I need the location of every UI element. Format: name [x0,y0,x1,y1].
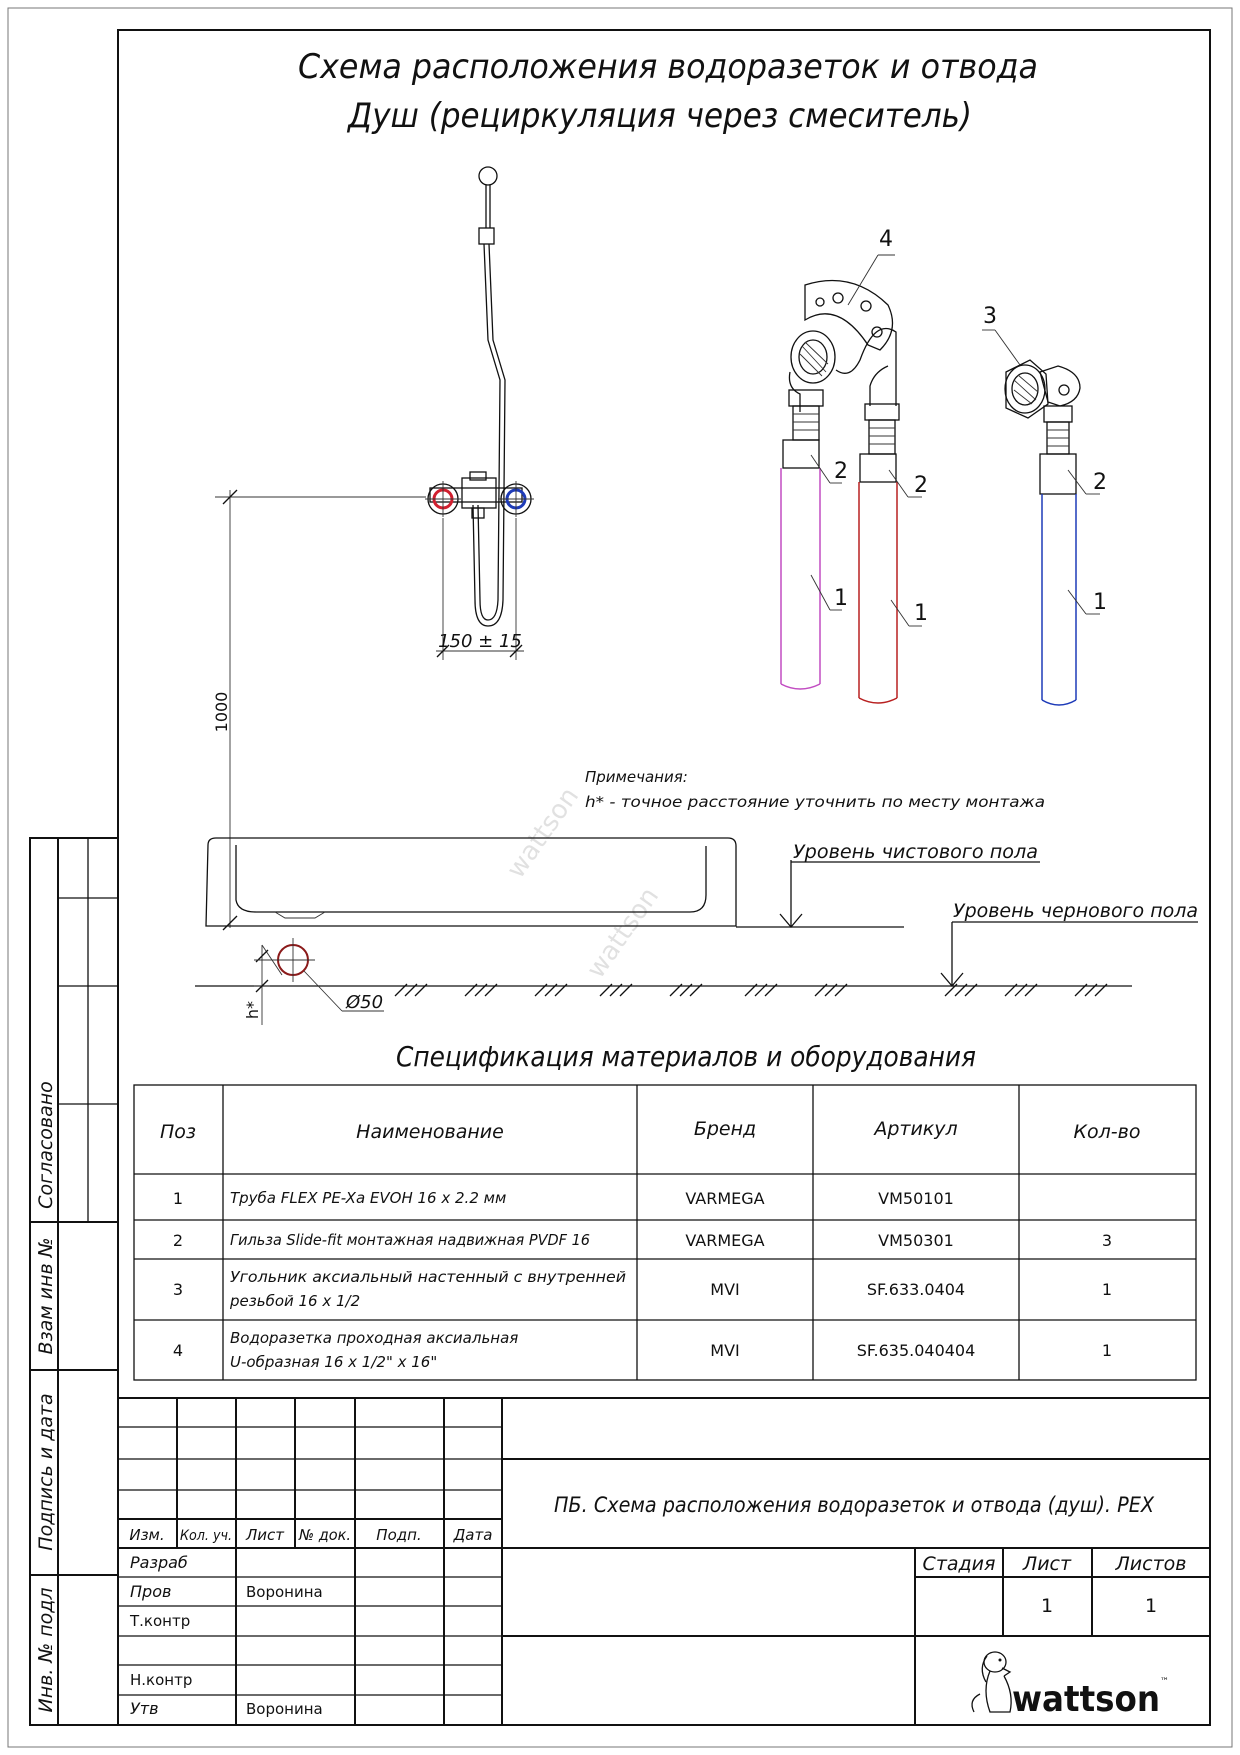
pipe-cold: 2 1 [1039,453,1107,706]
shower-mixer [425,166,534,627]
dimension-spacing: 150 ± 15 [436,518,524,660]
stamp-agreed: Согласовано [35,1081,57,1209]
spec-title: Спецификация материалов и оборудования [396,1040,976,1073]
spec-row-4-qty: 1 [1102,1341,1112,1360]
shower-hose [477,243,501,621]
spec-row-2-brand: VARMEGA [685,1231,764,1250]
stamp-replace-inv: Взам инв № [35,1238,57,1355]
logo-text: wattson [1012,1679,1160,1720]
fitting-4-u-wallplate: 4 [788,227,900,455]
notes-text: h* - точное расстояние уточнить по месту… [585,793,1045,811]
spec-row-1-name: Труба FLEX PE-Xa EVOH 16 x 2.2 мм [230,1189,506,1207]
spec-row-3-pos: 3 [173,1280,183,1299]
tb-header-kol: Кол. уч. [180,1528,232,1544]
hand-shower-holder [478,227,495,245]
tb-header-sign: Подп. [376,1526,421,1544]
title-block: Изм. Кол. уч. Лист № док. Подп. Дата Раз… [118,1397,1210,1725]
dim-diameter: Ø50 [345,992,383,1013]
callout-1c: 1 [1093,590,1107,615]
outer-frame [7,7,1233,1748]
wattson-logo: wattson ™ [971,1651,1169,1720]
tb-role-5: Н.контр [130,1671,192,1689]
spec-row-3-brand: MVI [710,1280,739,1299]
tb-header-doc: № док. [298,1526,351,1544]
level-rough-floor: Уровень чернового пола [195,900,1198,997]
tb-stage-label: Стадия [923,1553,996,1575]
spec-header-brand: Бренд [694,1118,756,1140]
svg-text:wattson: wattson [501,782,585,884]
tb-sheets-value: 1 [1145,1595,1157,1617]
callout-3: 3 [983,304,997,329]
tb-name-2: Воронина [246,1583,323,1601]
tb-sheet-label: Лист [1022,1553,1072,1575]
spec-row-1-pos: 1 [173,1189,183,1208]
tb-sheet-value: 1 [1041,1595,1053,1617]
side-stamp: Согласовано Взам инв № Подпись и дата Ин… [29,837,119,1726]
callout-2a: 2 [834,459,848,484]
callout-2b: 2 [914,473,928,498]
spec-row-2-qty: 3 [1102,1231,1112,1250]
callout-2c: 2 [1093,470,1107,495]
spec-row-4-brand: MVI [710,1341,739,1360]
spec-row-2-art: VM50301 [878,1231,954,1250]
fitting-3-elbow: 3 [982,304,1081,455]
tb-role-6: Утв [130,1699,159,1718]
spec-table: Поз Наименование Бренд Артикул Кол-во 1 … [133,1084,1197,1381]
pipe-recirculation: 2 1 [780,439,848,690]
stamp-orig-inv: Инв. № подл [35,1587,57,1712]
shower-head-icon [478,166,498,186]
logo-tm: ™ [1160,1677,1169,1687]
spec-header-pos: Поз [160,1121,196,1143]
tb-header-izm: Изм. [129,1526,164,1544]
drain-outlet: Ø50 h* [243,938,384,1025]
stamp-sign-date: Подпись и дата [35,1393,57,1550]
shower-tray [205,837,737,927]
spec-row-2-pos: 2 [173,1231,183,1250]
spec-row-4-art: SF.635.040404 [857,1341,976,1360]
level-rough-label: Уровень чернового пола [953,900,1198,922]
spec-row-2-name: Гильза Slide-fit монтажная надвижная PVD… [230,1231,590,1249]
level-finish-floor: Уровень чистового пола [736,841,1040,929]
svg-text:wattson: wattson [581,882,665,984]
tb-name-6: Воронина [246,1700,323,1718]
svg-text:1000: 1000 [212,692,231,733]
spec-row-3-name-line-2: резьбой 16 x 1/2 [229,1292,360,1310]
mixer-body [461,477,497,509]
spec-row-3-art: SF.633.0404 [867,1280,965,1299]
dimension-height: 1000 [212,489,426,931]
title-line-2: Душ (рециркуляция через смеситель) [346,96,972,136]
spec-row-4-name-line-2: U-образная 16 x 1/2" x 16" [230,1353,437,1371]
spec-header-qty: Кол-во [1074,1121,1141,1143]
spec-row-1-art: VM50101 [878,1189,954,1208]
title-line-1: Схема расположения водоразеток и отвода [298,47,1038,87]
callout-1a: 1 [834,586,848,611]
tb-header-date: Дата [453,1526,493,1544]
notes-title: Примечания: [585,768,688,786]
spec-row-1-brand: VARMEGA [685,1189,764,1208]
callout-4: 4 [879,227,893,252]
level-finish-label: Уровень чистового пола [793,841,1038,863]
dim-h: h* [243,1001,262,1019]
dog-mascot-icon [971,1651,1012,1713]
tb-role-1: Разраб [130,1553,188,1572]
tb-sheets-label: Листов [1115,1553,1187,1575]
spec-row-4-pos: 4 [173,1341,183,1360]
tb-role-3: Т.контр [129,1612,190,1630]
spec-row-3-name-line-1: Угольник аксиальный настенный с внутренн… [230,1268,626,1286]
spec-header-name: Наименование [356,1121,504,1143]
spec-row-3-qty: 1 [1102,1280,1112,1299]
tb-role-2: Пров [130,1582,171,1601]
svg-text:150 ± 15: 150 ± 15 [438,631,522,652]
callout-1b: 1 [914,601,928,626]
spec-header-art: Артикул [872,1118,957,1140]
pipe-hot: 2 1 [858,453,928,704]
tb-header-list: Лист [245,1526,285,1544]
spec-row-4-name-line-1: Водоразетка проходная аксиальная [230,1329,518,1347]
watermark: wattson wattson [501,782,665,984]
tb-doc-title: ПБ. Схема расположения водоразеток и отв… [554,1493,1155,1517]
